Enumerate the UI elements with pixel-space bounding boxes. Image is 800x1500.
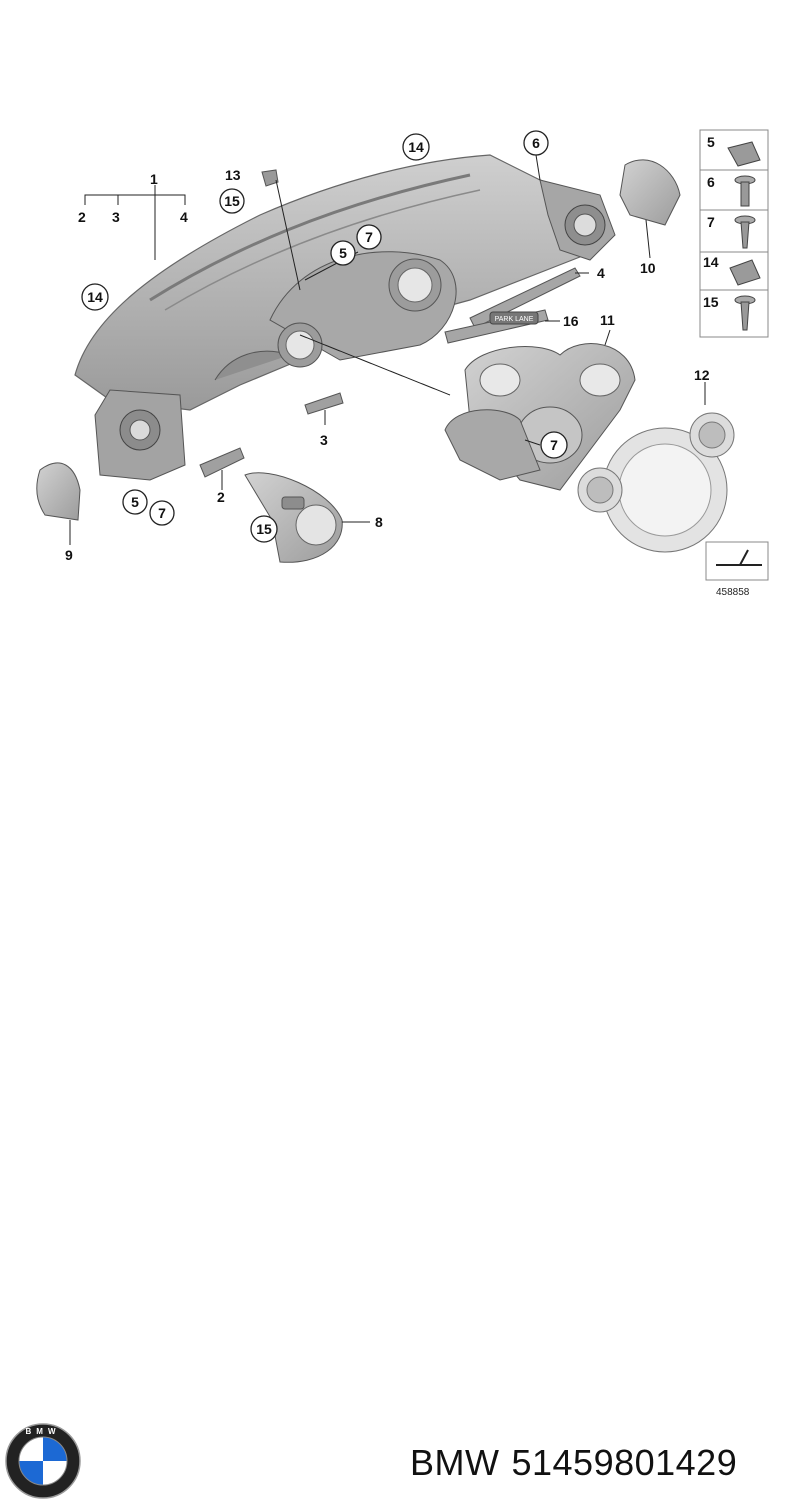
bmw-logo: BMW (5, 1423, 81, 1499)
badge-text: PARK LANE (495, 316, 534, 323)
callout-8: 8 (375, 514, 383, 530)
legend-label-5: 5 (707, 134, 715, 150)
footer: BMW BMW 51459801429 (0, 700, 800, 1499)
hardware-legend: 5 6 7 14 15 (699, 129, 769, 338)
cluster-bezel-part (444, 409, 541, 481)
callout-5b: 5 (131, 494, 139, 510)
trim-strip-2 (199, 447, 245, 478)
callout-1: 1 (150, 171, 158, 187)
callout-4b: 4 (597, 265, 605, 281)
callout-11: 11 (600, 312, 615, 328)
legend-label-7: 7 (707, 214, 715, 230)
callout-labels: 1 2 3 4 13 15 14 14 6 5 7 10 4 16 11 12 … (65, 130, 710, 563)
callout-7a: 7 (365, 229, 373, 245)
callout-7c: 7 (158, 505, 166, 521)
callout-3b: 3 (320, 432, 328, 448)
callout-5a: 5 (339, 245, 347, 261)
legend-label-6: 6 (707, 174, 715, 190)
screw-icon (734, 215, 756, 249)
callout-14a: 14 (408, 139, 424, 155)
logo-letters: BMW (26, 1427, 61, 1436)
end-cap-right-part (619, 159, 681, 226)
callout-4: 4 (180, 209, 188, 225)
callout-15b: 15 (256, 521, 272, 537)
callout-13: 13 (225, 167, 241, 183)
callout-6: 6 (532, 135, 540, 151)
callout-10: 10 (640, 260, 656, 276)
screw-icon (734, 295, 756, 331)
screw-icon (734, 175, 756, 207)
arrow-icon (716, 549, 762, 566)
part-heading: BMW 51459801429 (410, 1442, 749, 1484)
callout-9: 9 (65, 547, 73, 563)
part-number: 51459801429 (511, 1442, 738, 1483)
clip-nut-icon (729, 259, 761, 286)
legend-label-14: 14 (703, 254, 719, 270)
trim-ring-part (577, 412, 735, 553)
callout-2b: 2 (217, 489, 225, 505)
callout-14b: 14 (87, 289, 103, 305)
brand-name: BMW (410, 1442, 500, 1483)
end-cap-left-part (36, 462, 81, 521)
reference-box: 458858 (705, 541, 769, 598)
knee-trim-part (244, 472, 343, 563)
callout-12: 12 (694, 367, 710, 383)
callout-16: 16 (563, 313, 579, 329)
leader-lines (69, 154, 706, 545)
callout-15a: 15 (224, 193, 240, 209)
callout-2: 2 (78, 209, 86, 225)
reference-number: 458858 (716, 587, 750, 598)
callout-3: 3 (112, 209, 120, 225)
parts-diagram: PARK LANE (36, 129, 769, 598)
legend-label-15: 15 (703, 294, 719, 310)
callout-7b: 7 (550, 437, 558, 453)
badge-strip: PARK LANE (444, 309, 549, 344)
clip-nut-icon (727, 141, 761, 167)
trim-strip-3 (304, 392, 344, 415)
clip-part-13 (261, 169, 279, 187)
